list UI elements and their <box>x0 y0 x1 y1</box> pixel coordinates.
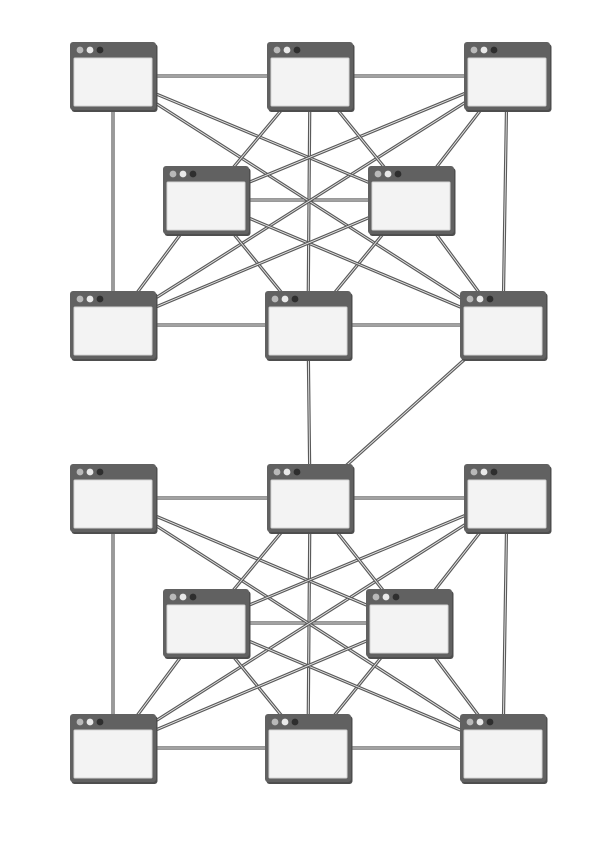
browser-window-icon <box>368 166 456 236</box>
browser-window-icon <box>70 714 158 784</box>
edge-b3-b6 <box>111 496 509 750</box>
edge-t3-t6 <box>111 74 509 327</box>
edge-t1-t5 <box>111 74 413 202</box>
browser-window-icon <box>70 464 158 534</box>
browser-window-icon <box>460 714 548 784</box>
browser-window-icon <box>163 589 251 659</box>
edge-t4-t8 <box>204 198 505 327</box>
browser-window-icon <box>464 464 552 534</box>
browser-window-icon <box>265 714 353 784</box>
browser-window-icon <box>267 42 355 112</box>
edge-t3-t4 <box>204 74 509 202</box>
edge-b4-b8 <box>204 621 505 750</box>
browser-window-icon <box>70 42 158 112</box>
browser-window-icon <box>163 166 251 236</box>
nodes-layer <box>70 42 552 784</box>
edge-t3-t8 <box>501 74 509 327</box>
browser-window-icon <box>70 291 158 361</box>
browser-window-icon <box>265 291 353 361</box>
edge-b3-b8 <box>501 496 509 750</box>
edge-b1-b5 <box>111 496 411 625</box>
edge-b3-b4 <box>204 496 509 625</box>
edge-t5-t6 <box>111 198 413 327</box>
browser-window-icon <box>460 291 548 361</box>
browser-window-icon <box>366 589 454 659</box>
edge-b5-b6 <box>111 621 411 750</box>
browser-window-icon <box>464 42 552 112</box>
browser-window-icon <box>267 464 355 534</box>
